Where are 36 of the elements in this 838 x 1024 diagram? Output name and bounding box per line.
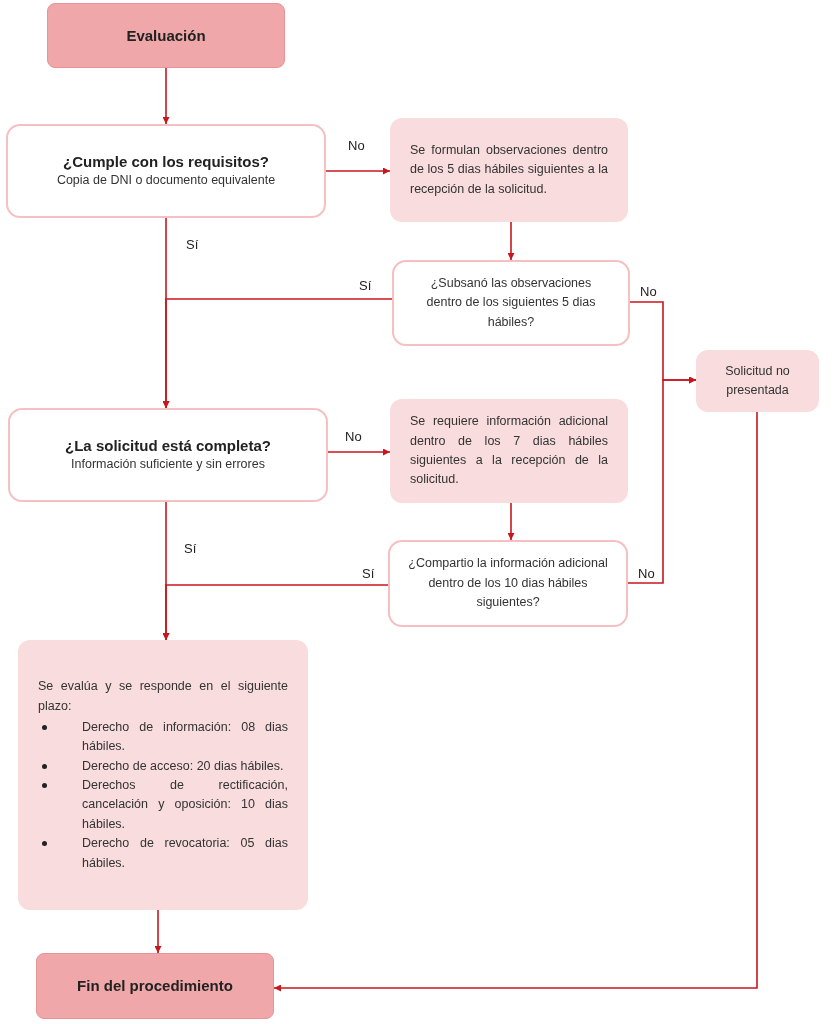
heading: Evaluación	[126, 25, 206, 46]
node-text: ¿Compartio la información adicional dentro de los 10 dias hábiles siguientes?	[407, 555, 609, 612]
arrow	[162, 584, 389, 641]
decision-box	[388, 540, 628, 627]
decision-box	[392, 260, 630, 346]
node-text: Solicitud no presentada	[724, 362, 791, 399]
subtitle: Copia de DNI o documento equivalente	[56, 172, 276, 190]
list-item: Derechos de rectificación, cancelación y oposición: 10 dias hábiles.	[38, 776, 288, 835]
heading: Fin del procedimiento	[77, 976, 233, 996]
subtitle: Información suficiente y sin errores	[71, 456, 265, 474]
node-text: ¿Subsanó las observaciones dentro de los siguientes 5 dias hábiles?	[425, 274, 597, 331]
list-item: Derecho de revocatoria: 05 dias hábiles.	[38, 834, 288, 873]
arrow	[162, 298, 393, 409]
process-box	[18, 640, 308, 910]
process-box	[390, 118, 628, 222]
terminal-box	[36, 953, 274, 1019]
node-text: Se requiere información adicional dentro de los 7 dias hábiles siguientes a la recepción de la solicitud.	[410, 413, 608, 489]
arrow	[154, 909, 162, 954]
heading: ¿La solicitud está completa?	[65, 435, 271, 456]
list-item: Derecho de información: 08 dias hábiles.	[38, 717, 288, 757]
arrow	[507, 221, 515, 261]
arrow	[162, 67, 170, 125]
arrow	[325, 167, 391, 175]
heading: ¿Cumple con los requisitos?	[63, 151, 269, 172]
arrow	[273, 411, 758, 992]
process-box	[696, 350, 819, 412]
intro-text: Se evalúa y se responde en el siguiente plazo:	[38, 678, 288, 715]
decision-box	[6, 124, 326, 218]
arrow	[507, 502, 515, 541]
terminal-box	[47, 3, 285, 68]
process-box	[390, 399, 628, 503]
arrow	[327, 448, 391, 456]
arrow	[627, 376, 697, 584]
list-item: Derecho de acceso: 20 dias hábiles.	[38, 756, 288, 776]
node-text: Se formulan observaciones dentro de los 5 dias hábiles siguientes a la recepción de la solicitud.	[410, 141, 608, 198]
decision-box	[8, 408, 328, 502]
